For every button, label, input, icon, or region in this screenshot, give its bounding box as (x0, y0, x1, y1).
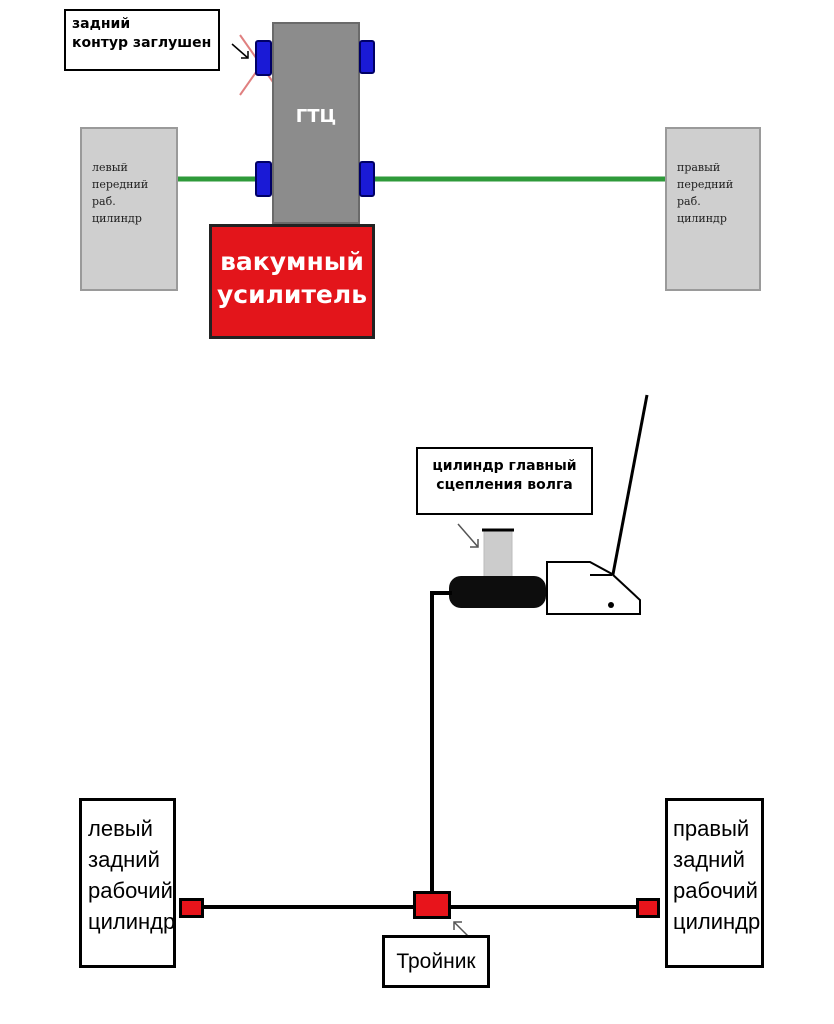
pedal-bracket (546, 561, 641, 615)
left-front-line-4: цилиндр (92, 212, 142, 225)
right-rear-wheel-cylinder: правый задний рабочий цилиндр (665, 798, 764, 968)
left-front-wheel-cylinder: левый передний раб. цилиндр (80, 127, 178, 291)
right-front-line-1: правый (677, 161, 721, 174)
right-front-line-4: цилиндр (677, 212, 727, 225)
left-front-line-2: передний (92, 178, 149, 191)
left-rear-line-1: левый (88, 816, 153, 841)
clutch-note-arrow (457, 523, 479, 548)
left-front-line-3: раб. (92, 195, 116, 208)
clutch-reservoir (483, 529, 513, 579)
vacuum-booster: вакумный усилитель (209, 224, 375, 339)
right-front-line-2: передний (677, 178, 734, 191)
tee-label: Тройник (382, 935, 490, 988)
rear-circuit-plugged-note: задний контур заглушен (64, 9, 220, 71)
front-port-left (255, 161, 272, 197)
rear-port-right (359, 40, 375, 74)
master-cylinder-label: ГТЦ (295, 106, 337, 127)
right-rear-line-2: задний (673, 847, 745, 872)
clutch-note-line-2: сцепления волга (436, 477, 573, 493)
tee-fitting (413, 891, 451, 919)
left-front-line-1: левый (92, 161, 128, 174)
right-rear-line-3: рабочий (673, 878, 758, 903)
clutch-master-body (449, 576, 546, 608)
clutch-master-note: цилиндр главный сцепления волга (416, 447, 593, 515)
left-rear-line-4: цилиндр (88, 909, 176, 934)
left-rear-line-2: задний (88, 847, 160, 872)
booster-line-1: вакумный (220, 247, 364, 276)
rear-port-plugged (255, 40, 272, 76)
left-rear-line-3: рабочий (88, 878, 173, 903)
note-arrow (231, 43, 249, 59)
right-front-line-3: раб. (677, 195, 701, 208)
booster-line-2: усилитель (216, 280, 368, 309)
note-line-1: задний (72, 16, 131, 32)
right-rear-fitting (636, 898, 660, 918)
front-port-right (359, 161, 375, 197)
tee-label-text: Тройник (396, 950, 476, 973)
right-rear-line-1: правый (673, 816, 750, 841)
pedal-lever (608, 394, 649, 591)
right-rear-line-4: цилиндр (673, 909, 761, 934)
master-cylinder: ГТЦ (272, 22, 360, 224)
left-rear-fitting (179, 898, 204, 918)
clutch-note-line-1: цилиндр главный (432, 458, 577, 474)
right-front-wheel-cylinder: правый передний раб. цилиндр (665, 127, 761, 291)
left-rear-wheel-cylinder: левый задний рабочий цилиндр (79, 798, 176, 968)
note-line-2: контур заглушен (72, 35, 212, 51)
